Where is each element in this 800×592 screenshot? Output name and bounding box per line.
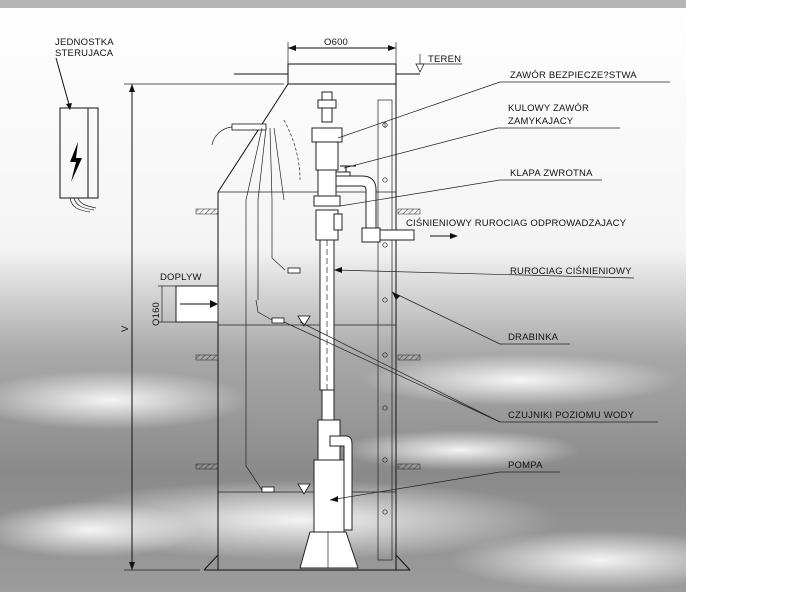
- ladder-label: DRABINKA: [508, 332, 559, 343]
- pump-chamber: [195, 63, 421, 571]
- terrain-marker: TEREN: [415, 54, 462, 73]
- pressure-pipe-assembly: [299, 91, 415, 569]
- callout-check-valve: KLAPA ZWROTNA: [339, 168, 602, 207]
- safety-valve-label: ZAWÓR BEZPIECZE?STWA: [510, 70, 637, 81]
- pressure-pipe-label: RUROCIAG CIŚNIENIOWY: [510, 265, 632, 277]
- terrain-label: TEREN: [428, 54, 461, 65]
- callout-pump: POMPA: [329, 460, 560, 502]
- check-valve-label: KLAPA ZWROTNA: [510, 168, 593, 179]
- water-level-triangle-icon: [297, 315, 311, 327]
- control-unit-label-line2: STERUJACA: [55, 48, 114, 59]
- control-unit-label-line1: JEDNOSTKA: [55, 37, 114, 48]
- ladder: [377, 99, 393, 561]
- ball-valve-label-line2: ZAMYKAJACY: [508, 116, 574, 127]
- height-label: V: [120, 325, 131, 332]
- diameter-dimension: O600: [287, 37, 397, 64]
- inflow-label: DOPLYW: [160, 272, 202, 283]
- ball-valve-label-line1: KULOWY ZAWÓR: [508, 103, 589, 114]
- pump: [299, 435, 359, 569]
- height-dimension: V: [120, 83, 284, 571]
- water-level-triangle-icon: [297, 483, 311, 495]
- callout-ball-valve: KULOWY ZAWÓR ZAMYKAJACY: [343, 103, 620, 169]
- cloud-texture: [0, 354, 750, 590]
- callout-safety-valve: ZAWÓR BEZPIECZE?STWA: [337, 70, 670, 139]
- control-unit: JEDNOSTKA STERUJACA: [55, 37, 114, 213]
- outlet-pipe-label: CIŚNIENIOWY RUROCIAG ODPROWADZAJACY: [406, 217, 627, 229]
- callout-outlet-pipe: CIŚNIENIOWY RUROCIAG ODPROWADZAJACY: [406, 217, 627, 239]
- lightning-bolt-icon: [70, 142, 82, 182]
- level-sensors-label: CZUJNIKI POZIOMU WODY: [508, 410, 635, 421]
- inflow-diameter-label: O160: [151, 302, 162, 326]
- header-bar: [0, 0, 686, 8]
- inflow-pipe: DOPLYW O160: [151, 272, 219, 326]
- anchor-ribs: [195, 208, 421, 470]
- callout-pressure-pipe: RUROCIAG CIŚNIENIOWY: [333, 265, 635, 279]
- pump-label: POMPA: [508, 460, 543, 471]
- level-sensor-cables: [211, 119, 301, 493]
- callout-level-sensors: CZUJNIKI POZIOMU WODY: [283, 321, 658, 423]
- diameter-label: O600: [324, 37, 348, 48]
- callout-ladder: DRABINKA: [391, 291, 570, 345]
